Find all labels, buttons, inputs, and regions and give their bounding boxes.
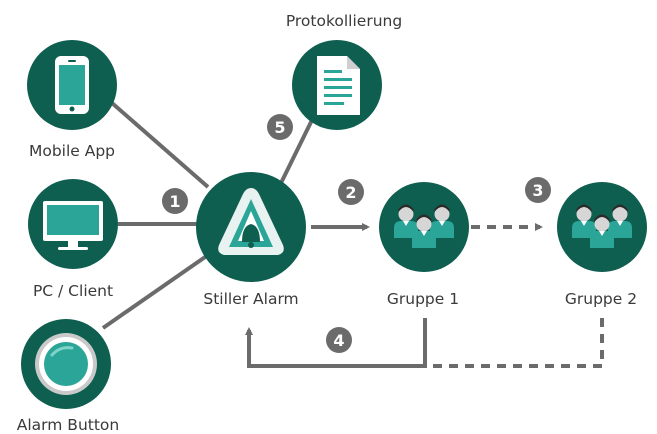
svg-text:1: 1 [169, 192, 180, 211]
step-badge-3: 3 [525, 177, 551, 203]
label-alarm-button: Alarm Button [16, 416, 120, 434]
monitor-icon [43, 201, 103, 250]
label-gruppe-1: Gruppe 1 [386, 290, 460, 308]
label-stiller-alarm: Stiller Alarm [203, 290, 299, 308]
return-line-gruppe2-dashed [429, 318, 604, 368]
connector-button-to-alarm [101, 253, 210, 330]
node-protokollierung [292, 40, 382, 130]
step-badge-4: 4 [326, 327, 352, 353]
document-icon [317, 56, 360, 115]
label-gruppe-2: Gruppe 2 [564, 290, 638, 308]
connectors [101, 101, 604, 368]
node-stiller-alarm [196, 172, 306, 282]
svg-text:5: 5 [274, 118, 285, 137]
svg-text:2: 2 [345, 183, 356, 202]
svg-text:4: 4 [333, 331, 344, 350]
connector-alarm-to-log [279, 119, 314, 184]
alarm-button-icon [35, 333, 97, 395]
node-gruppe-2 [557, 182, 647, 272]
svg-text:3: 3 [532, 181, 543, 200]
label-protokollierung: Protokollierung [285, 12, 403, 30]
step-badge-5: 5 [267, 114, 293, 140]
node-alarm-button [21, 319, 111, 409]
node-mobile-app [27, 40, 117, 130]
return-arrow-gruppe1-to-alarm [245, 318, 427, 368]
bell-triangle-logo-icon [218, 188, 284, 255]
connector-mobile-to-alarm [110, 101, 210, 189]
node-gruppe-1 [379, 182, 469, 272]
smartphone-icon [55, 56, 89, 114]
step-badge-1: 1 [162, 188, 188, 214]
node-pc-client [28, 179, 118, 269]
step-badge-2: 2 [338, 179, 364, 205]
label-mobile-app: Mobile App [28, 142, 116, 160]
label-pc-client: PC / Client [32, 282, 114, 300]
